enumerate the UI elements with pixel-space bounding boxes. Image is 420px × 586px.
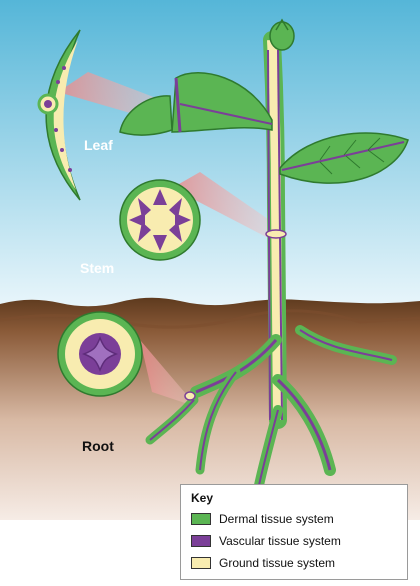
key-row-dermal: Dermal tissue system [191, 511, 334, 527]
key-row-vascular: Vascular tissue system [191, 533, 341, 549]
root-cut-marker [185, 392, 195, 400]
leaf-midrib-vascular [44, 100, 52, 108]
vascular-swatch [191, 535, 211, 547]
leaf-vein-dot [60, 148, 64, 152]
leaf-label: Leaf [84, 137, 113, 153]
ground-swatch [191, 557, 211, 569]
key-label: Dermal tissue system [219, 512, 334, 526]
dermal-swatch [191, 513, 211, 525]
leaf-vein-dot [56, 80, 60, 84]
stem-label: Stem [80, 260, 114, 276]
root-label: Root [82, 438, 114, 454]
key-label: Ground tissue system [219, 556, 335, 570]
terminal-bud [270, 22, 294, 50]
key-row-ground: Ground tissue system [191, 555, 335, 571]
leaf-vein-dot [54, 128, 58, 132]
key-title: Key [191, 491, 213, 505]
leaf-vein-dot [68, 168, 72, 172]
stem-cut-marker [266, 230, 286, 238]
leaf-vein-dot [62, 66, 66, 70]
key-label: Vascular tissue system [219, 534, 341, 548]
legend-key: Key Dermal tissue system Vascular tissue… [180, 484, 408, 580]
